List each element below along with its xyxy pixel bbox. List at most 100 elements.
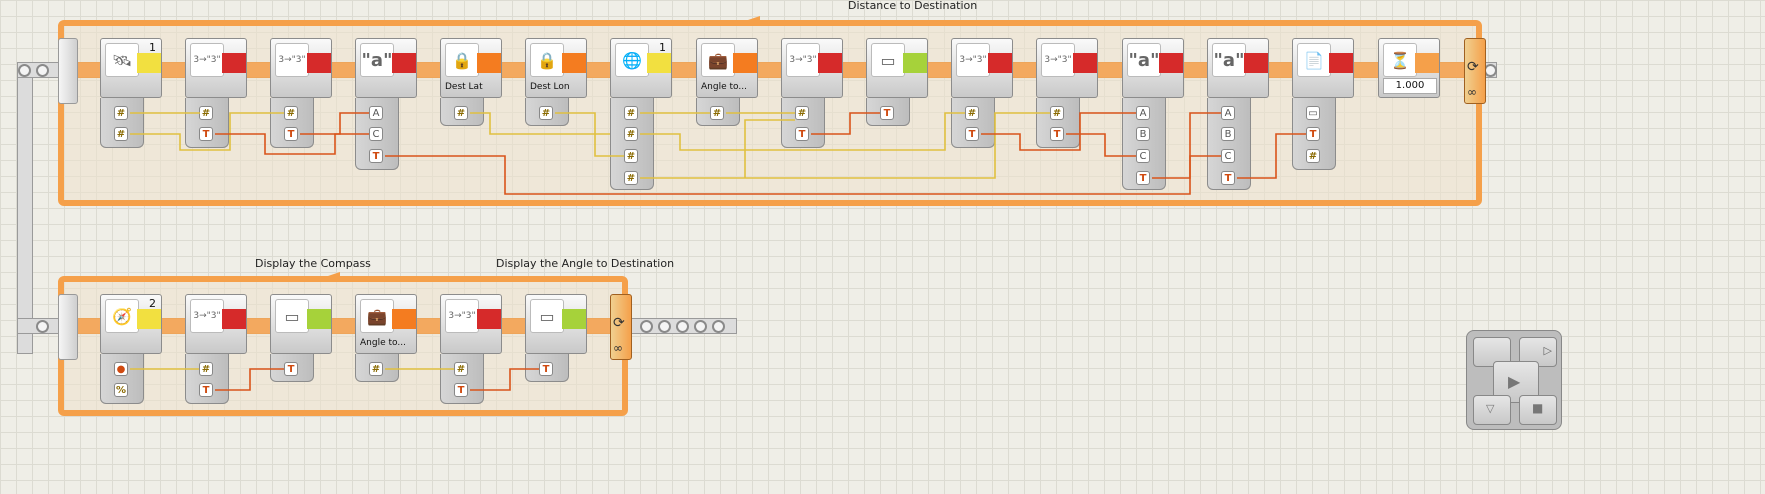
text-a-plug[interactable]: A	[369, 106, 383, 120]
beam-connector-ring	[36, 64, 49, 77]
variable-name: Angle to...	[360, 338, 406, 348]
number-plug[interactable]: #	[624, 171, 638, 185]
loop-label-distance: Distance to Destination	[848, 0, 978, 12]
number-to-text-block[interactable]: 3→"3"	[1036, 38, 1098, 98]
text-c-plug[interactable]: C	[1136, 149, 1150, 163]
text-block[interactable]: "a"	[355, 38, 417, 98]
number-to-text-icon: 3→"3"	[445, 299, 479, 333]
beam-connector-ring	[658, 320, 671, 333]
number-plug[interactable]: #	[199, 362, 213, 376]
variable-block-dest-lat[interactable]: 🔒 Dest Lat	[440, 38, 502, 98]
text-plug[interactable]: T	[1136, 171, 1150, 185]
text-plug[interactable]: T	[1050, 127, 1064, 141]
gps-sensor-block[interactable]: 🛰 1	[100, 38, 162, 98]
number-plug[interactable]: #	[114, 127, 128, 141]
text-c-plug[interactable]: C	[1221, 149, 1235, 163]
beam-connector-ring	[712, 320, 725, 333]
text-block[interactable]: "a"	[1122, 38, 1184, 98]
display-block[interactable]: ▭	[525, 294, 587, 354]
port-number: 2	[149, 297, 156, 310]
number-plug[interactable]: #	[199, 106, 213, 120]
port-number: 1	[659, 41, 666, 54]
compass-icon: 🧭	[105, 299, 139, 333]
number-plug[interactable]: #	[539, 106, 553, 120]
text-plug[interactable]: T	[539, 362, 553, 376]
compass-direction-plug[interactable]: ●	[114, 362, 128, 376]
file-access-block[interactable]: 📄	[1292, 38, 1354, 98]
variable-block-angle-to[interactable]: 💼 Angle to...	[355, 294, 417, 354]
number-to-text-block[interactable]: 3→"3"	[270, 38, 332, 98]
variable-block-angle-to[interactable]: 💼 Angle to...	[696, 38, 758, 98]
file-icon: 📄	[1297, 43, 1331, 77]
display-block[interactable]: ▭	[866, 38, 928, 98]
text-a-plug[interactable]: A	[1221, 106, 1235, 120]
satellite-icon: 🛰	[105, 43, 139, 77]
number-to-text-icon: 3→"3"	[190, 43, 224, 77]
text-plug[interactable]: T	[199, 127, 213, 141]
number-plug[interactable]: #	[624, 149, 638, 163]
suitcase-icon: 💼	[701, 43, 735, 77]
number-plug[interactable]: #	[1306, 149, 1320, 163]
navigation-block[interactable]: 🌐 1	[610, 38, 672, 98]
number-plug[interactable]: #	[284, 106, 298, 120]
number-plug[interactable]: #	[624, 106, 638, 120]
text-plug[interactable]: T	[284, 127, 298, 141]
text-a-plug[interactable]: A	[1136, 106, 1150, 120]
beam-connector-ring	[676, 320, 689, 333]
text-plug[interactable]: T	[1306, 127, 1320, 141]
text-plug[interactable]: T	[795, 127, 809, 141]
suitcase-icon: 🔒	[445, 43, 479, 77]
number-to-text-block[interactable]: 3→"3"	[440, 294, 502, 354]
number-plug[interactable]: #	[369, 362, 383, 376]
number-plug[interactable]: #	[454, 362, 468, 376]
text-plug[interactable]: T	[880, 106, 894, 120]
download-button[interactable]: ▽	[1473, 395, 1511, 425]
text-block[interactable]: "a"	[1207, 38, 1269, 98]
number-plug[interactable]: #	[454, 106, 468, 120]
text-plug[interactable]: T	[369, 149, 383, 163]
loop-infinity-label: ∞	[613, 341, 623, 355]
number-to-text-icon: 3→"3"	[786, 43, 820, 77]
beam-connector-ring	[36, 320, 49, 333]
number-to-text-block[interactable]: 3→"3"	[185, 38, 247, 98]
number-plug[interactable]: #	[965, 106, 979, 120]
variable-block-dest-lon[interactable]: 🔒 Dest Lon	[525, 38, 587, 98]
number-plug[interactable]: #	[1050, 106, 1064, 120]
loop-infinity-label: ∞	[1467, 85, 1477, 99]
number-to-text-block[interactable]: 3→"3"	[185, 294, 247, 354]
text-b-plug[interactable]: B	[1136, 127, 1150, 141]
text-icon: "a"	[1127, 43, 1161, 77]
nxt-controller-panel: ▷ ▶ ▽ ■	[1466, 330, 1562, 430]
loop-end-block[interactable]: ⟳ ∞	[1464, 38, 1486, 104]
stop-button[interactable]: ■	[1519, 395, 1557, 425]
display-icon: ▭	[275, 299, 309, 333]
wait-block[interactable]: ⏳ 1.000	[1378, 38, 1440, 98]
compass-sensor-block[interactable]: 🧭 2	[100, 294, 162, 354]
loop-refresh-icon: ⟳	[1467, 59, 1479, 75]
loop-end-block[interactable]: ⟳ ∞	[610, 294, 632, 360]
text-icon: "a"	[360, 43, 394, 77]
text-plug[interactable]: T	[965, 127, 979, 141]
number-plug[interactable]: #	[114, 106, 128, 120]
folder-plug[interactable]: ▭	[1306, 106, 1320, 120]
text-plug[interactable]: T	[454, 383, 468, 397]
text-plug[interactable]: T	[284, 362, 298, 376]
number-to-text-block[interactable]: 3→"3"	[781, 38, 843, 98]
number-to-text-block[interactable]: 3→"3"	[951, 38, 1013, 98]
loop-start-cap	[58, 38, 78, 104]
number-plug[interactable]: #	[624, 127, 638, 141]
suitcase-icon: 💼	[360, 299, 394, 333]
text-plug[interactable]: T	[1221, 171, 1235, 185]
number-to-text-icon: 3→"3"	[190, 299, 224, 333]
text-b-plug[interactable]: B	[1221, 127, 1235, 141]
number-to-text-icon: 3→"3"	[1041, 43, 1075, 77]
display-icon: ▭	[871, 43, 905, 77]
text-plug[interactable]: T	[199, 383, 213, 397]
number-plug[interactable]: #	[710, 106, 724, 120]
play-icon: ▶	[1508, 372, 1521, 391]
left-vertical-beam	[17, 62, 33, 354]
compass-scale-plug[interactable]: %	[114, 383, 128, 397]
text-c-plug[interactable]: C	[369, 127, 383, 141]
display-block[interactable]: ▭	[270, 294, 332, 354]
number-plug[interactable]: #	[795, 106, 809, 120]
